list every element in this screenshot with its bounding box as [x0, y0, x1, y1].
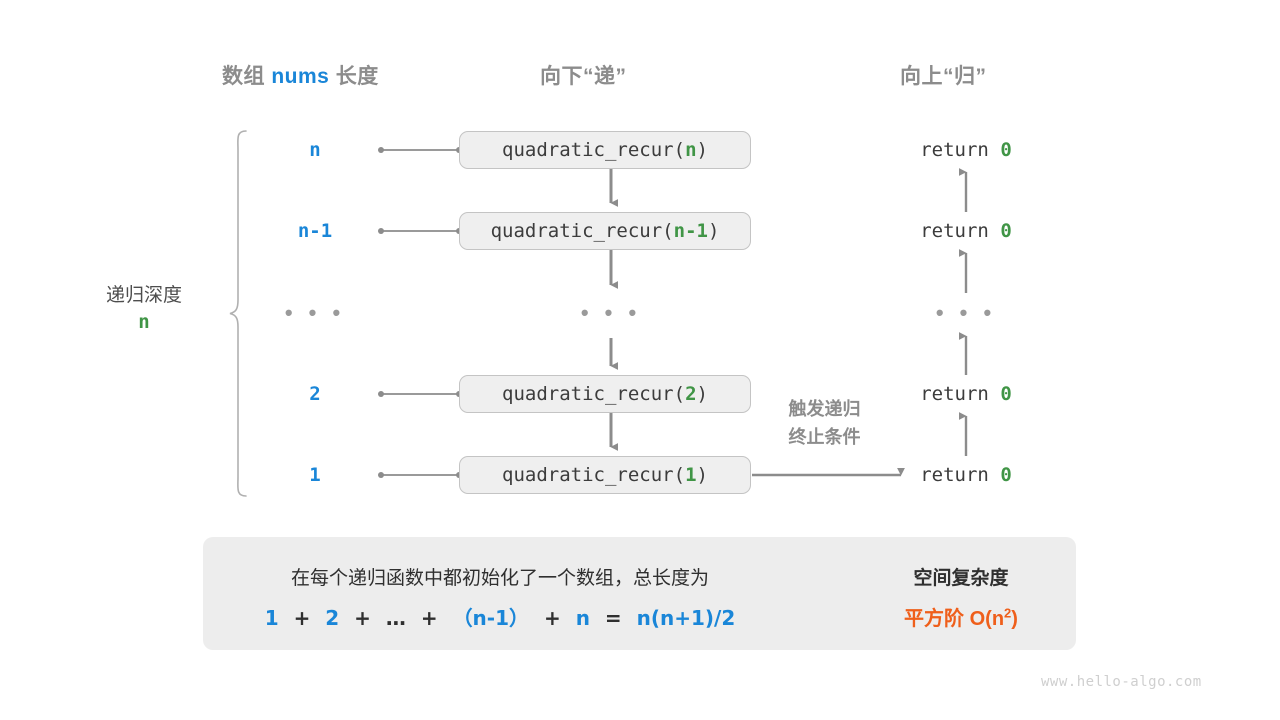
- recursion-depth-value: n: [138, 310, 150, 333]
- complexity-value-tail: ): [1011, 608, 1018, 630]
- recursion-depth-brace: [229, 130, 247, 497]
- formula-token-8: n: [575, 606, 590, 630]
- size-label-ellipsis: • • •: [284, 300, 346, 325]
- connector-endpoint-dots: [378, 147, 462, 478]
- call-arg-row-5: 1: [685, 464, 697, 486]
- return-label-row-1: return 0: [886, 139, 1046, 161]
- site-watermark: www.hello-algo.com: [1041, 674, 1202, 690]
- formula-token-1: +: [293, 606, 311, 630]
- return-ellipsis: • • •: [935, 300, 997, 325]
- complexity-value: 平方阶 O(n2): [866, 602, 1056, 631]
- summary-panel: [203, 537, 1076, 650]
- formula-token-3: +: [354, 606, 371, 630]
- call-box-row-1[interactable]: quadratic_recur(n): [459, 131, 751, 169]
- size-label-row-5: 1: [309, 464, 321, 486]
- formula-token-7: +: [543, 606, 561, 630]
- termination-note-line1: 触发递归: [788, 399, 861, 419]
- call-paren-row-5: ): [696, 464, 708, 486]
- summary-formula: 1 + 2 + … + （n-1） + n = n(n+1)/2: [230, 602, 770, 631]
- call-name-row-2: quadratic_recur(: [490, 220, 674, 242]
- call-arg-row-4: 2: [685, 383, 697, 405]
- column-header-ascend: 向上“归”: [900, 65, 987, 88]
- call-arg-row-2: n-1: [673, 220, 708, 242]
- column-header-descend: 向下“递”: [540, 65, 627, 88]
- call-paren-row-2: ): [707, 220, 720, 242]
- size-label-row-1: n: [309, 139, 321, 161]
- size-label-row-2: n-1: [297, 220, 333, 242]
- recursion-depth-label: 递归深度: [105, 285, 182, 306]
- summary-description: 在每个递归函数中都初始化了一个数组，总长度为: [290, 568, 709, 589]
- call-arg-row-1: n: [685, 139, 697, 161]
- return-value-row-4: 0: [1000, 383, 1012, 405]
- return-keyword-row-4: return: [920, 383, 1001, 405]
- formula-token-2: 2: [325, 606, 340, 630]
- recursion-depth-block: 递归深度 n: [80, 282, 208, 333]
- size-label-row-4: 2: [309, 383, 321, 405]
- call-ellipsis: • • •: [580, 300, 642, 325]
- return-value-row-5: 0: [1000, 464, 1012, 486]
- complexity-title: 空间复杂度: [913, 568, 1009, 589]
- call-paren-row-4: ): [696, 383, 708, 405]
- return-keyword-row-5: return: [920, 464, 1001, 486]
- call-box-row-5[interactable]: quadratic_recur(1): [459, 456, 751, 494]
- formula-token-6: （n-1）: [452, 606, 530, 630]
- size-to-box-connectors: [381, 149, 458, 476]
- complexity-value-exponent: 2: [1004, 605, 1012, 621]
- header-suffix-text: 长度: [329, 65, 379, 88]
- return-keyword-row-1: return: [920, 139, 1001, 161]
- return-label-row-5: return 0: [886, 464, 1046, 486]
- termination-condition-note: 触发递归 终止条件: [757, 396, 892, 452]
- complexity-value-main: 平方阶 O(n: [904, 608, 1005, 630]
- formula-token-10: n(n+1)/2: [636, 606, 736, 630]
- formula-token-4: …: [385, 606, 406, 630]
- return-value-row-1: 0: [1000, 139, 1012, 161]
- formula-token-9: =: [604, 606, 622, 630]
- return-keyword-row-2: return: [920, 220, 1001, 242]
- return-label-row-4: return 0: [886, 383, 1046, 405]
- return-label-row-2: return 0: [886, 220, 1046, 242]
- return-value-row-2: 0: [1000, 220, 1012, 242]
- header-prefix-text: 数组: [222, 65, 272, 88]
- formula-token-0: 1: [264, 606, 279, 630]
- call-box-row-4[interactable]: quadratic_recur(2): [459, 375, 751, 413]
- column-header-array-length: 数组 nums 长度: [222, 60, 379, 90]
- header-var-nums: nums: [271, 65, 330, 88]
- formula-token-5: +: [420, 606, 438, 630]
- call-name-row-1: quadratic_recur(: [502, 139, 686, 161]
- call-name-row-4: quadratic_recur(: [502, 383, 686, 405]
- call-box-row-2[interactable]: quadratic_recur(n-1): [459, 212, 751, 250]
- call-paren-row-1: ): [696, 139, 708, 161]
- termination-note-line2: 终止条件: [788, 426, 861, 447]
- call-name-row-5: quadratic_recur(: [502, 464, 686, 486]
